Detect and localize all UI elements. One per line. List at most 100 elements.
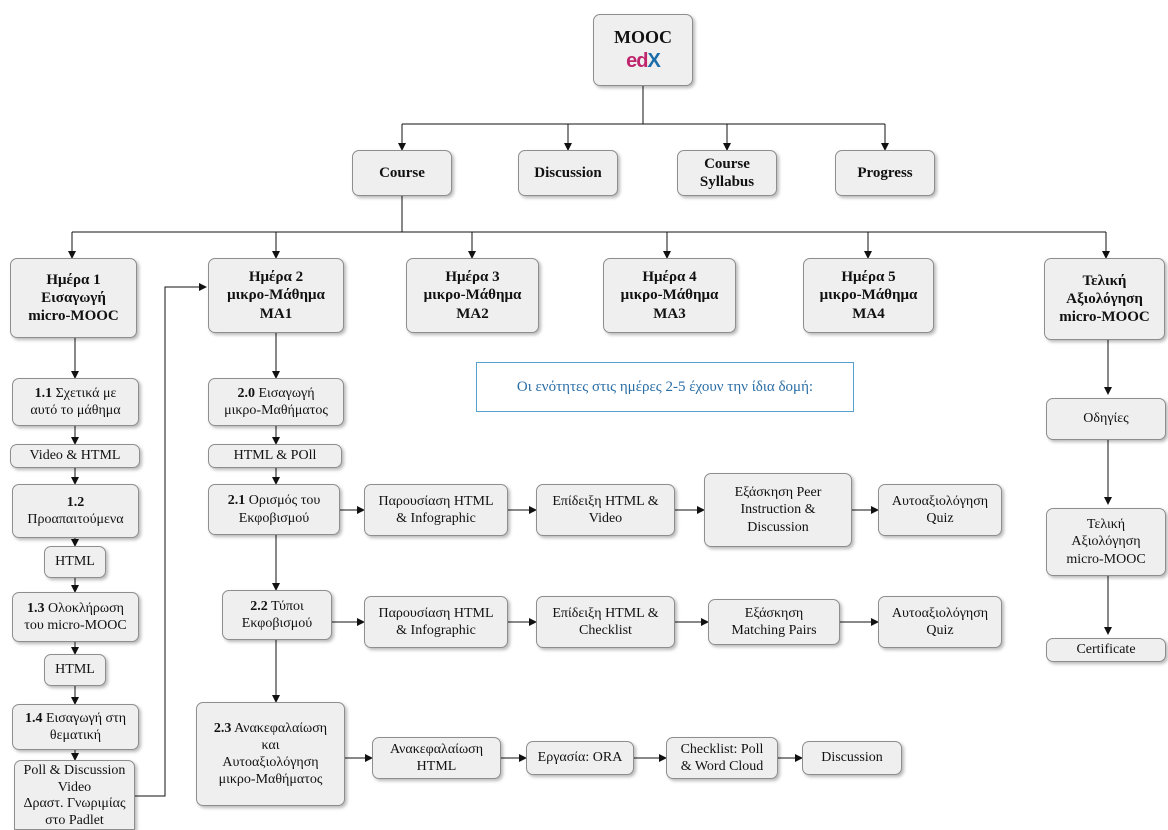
day-3-line-2: μικρο-Μάθημα: [423, 287, 522, 304]
unit-1-1-number: 1.1: [34, 385, 53, 401]
html-label-2: HTML: [55, 662, 95, 678]
row22-demo-line-2: Checklist: [579, 623, 632, 638]
row22-practice-line-2: Matching Pairs: [731, 623, 817, 638]
day-2-node: Ημέρα 2 μικρο-Μάθημα ΜΑ1: [208, 258, 344, 333]
unit-2-3-line-3: Αυτοαξιολόγηση: [222, 755, 319, 770]
final-line-3: micro-MOOC: [1059, 309, 1150, 326]
row22-demo-node: Επίδειξη HTML & Checklist: [536, 596, 675, 648]
row23-discussion-node: Discussion: [802, 741, 902, 775]
syllabus-line-2: Syllabus: [699, 174, 755, 190]
structure-note: Οι ενότητες στις ημέρες 2-5 έχουν την ίδ…: [476, 362, 854, 412]
unit-1-1-line-2: αυτό το μάθημα: [30, 403, 121, 418]
row21-demo-node: Επίδειξη HTML & Video: [536, 484, 675, 536]
certificate-label: Certificate: [1076, 642, 1136, 658]
row21-presentation-line-2: & Infographic: [396, 511, 476, 526]
progress-node: Progress: [835, 150, 935, 196]
course-label: Course: [379, 164, 425, 181]
course-syllabus-node: Course Syllabus: [677, 150, 777, 196]
row23-assignment-node: Εργασία: ORA: [526, 741, 634, 775]
unit-2-3-line-4: μικρο-Μαθήματος: [218, 772, 323, 788]
final-assessment-line-3: micro-MOOC: [1066, 551, 1146, 567]
day-4-line-2: μικρο-Μάθημα: [620, 287, 719, 304]
unit-1-3-node: 1.3 Ολοκλήρωση του micro-MOOC: [12, 592, 139, 642]
unit-1-3-title: Ολοκλήρωση: [44, 600, 124, 616]
unit-2-1-title: Ορισμός του: [245, 493, 321, 509]
unit-1-2-title: Προαπαιτούμενα: [27, 512, 124, 527]
row23-recap-node: Ανακεφαλαίωση HTML: [372, 737, 501, 779]
day-4-node: Ημέρα 4 μικρο-Μάθημα ΜΑ3: [603, 258, 736, 333]
html-node-1: HTML: [44, 546, 106, 578]
unit-2-0-node: 2.0 Εισαγωγή μικρο-Μαθήματος: [208, 378, 344, 426]
row21-practice-line-3: Discussion: [747, 519, 809, 535]
unit-2-1-node: 2.1 Ορισμός του Εκφοβισμού: [208, 484, 340, 535]
unit-2-3-node: 2.3 Ανακεφαλαίωση και Αυτοαξιολόγηση μικ…: [196, 702, 345, 806]
unit-1-1-title: Σχετικά με: [52, 385, 117, 401]
unit-2-3-number: 2.3: [213, 720, 232, 736]
poll-line-2: Video: [57, 779, 92, 795]
day-5-node: Ημέρα 5 μικρο-Μάθημα ΜΑ4: [803, 258, 934, 333]
mooc-title: MOOC: [614, 26, 672, 47]
row23-checklist-line-2: & Word Cloud: [680, 759, 764, 774]
row22-presentation-node: Παρουσίαση HTML & Infographic: [364, 596, 508, 648]
day-4-line-1: Ημέρα 4: [642, 269, 697, 286]
instructions-label: Οδηγίες: [1083, 411, 1129, 427]
poll-line-1: Poll & Discussion: [23, 763, 126, 778]
row22-quiz-line-2: Quiz: [926, 623, 954, 638]
poll-line-4: στο Padlet: [45, 812, 104, 828]
row22-quiz-node: Αυτοαξιολόγηση Quiz: [878, 596, 1002, 648]
structure-note-text: Οι ενότητες στις ημέρες 2-5 έχουν την ίδ…: [516, 378, 814, 395]
day-3-line-1: Ημέρα 3: [445, 269, 500, 286]
row23-discussion-label: Discussion: [821, 750, 883, 766]
row21-practice-node: Εξάσκηση Peer Instruction & Discussion: [704, 473, 852, 547]
row23-checklist-node: Checklist: Poll & Word Cloud: [666, 737, 778, 779]
row22-practice-line-1: Εξάσκηση: [744, 605, 804, 621]
row21-quiz-line-1: Αυτοαξιολόγηση: [891, 493, 989, 509]
row21-presentation-node: Παρουσίαση HTML & Infographic: [364, 484, 508, 536]
course-node: Course: [352, 150, 452, 196]
syllabus-line-1: Course: [704, 155, 750, 172]
unit-2-3-line-2: και: [261, 737, 280, 753]
certificate-node: Certificate: [1046, 638, 1166, 662]
unit-1-4-line-2: θεματική: [49, 728, 102, 743]
row22-presentation-line-2: & Infographic: [396, 623, 476, 638]
unit-2-3-title: Ανακεφαλαίωση: [231, 720, 328, 736]
unit-1-4-number: 1.4: [24, 710, 43, 726]
unit-2-2-number: 2.2: [250, 598, 268, 614]
day-2-line-2: μικρο-Μάθημα: [227, 287, 325, 304]
day-2-line-1: Ημέρα 2: [248, 269, 304, 286]
unit-2-2-node: 2.2 Τύποι Εκφοβισμού: [222, 590, 332, 640]
day-5-line-3: ΜΑ4: [852, 305, 885, 322]
row21-quiz-node: Αυτοαξιολόγηση Quiz: [878, 484, 1002, 536]
row22-quiz-line-1: Αυτοαξιολόγηση: [891, 605, 989, 621]
day-4-line-3: ΜΑ3: [653, 305, 686, 322]
instructions-node: Οδηγίες: [1046, 398, 1166, 440]
video-html-node: Video & HTML: [10, 444, 140, 468]
day-1-line-1: Ημέρα 1: [46, 271, 101, 288]
unit-1-1-node: 1.1 Σχετικά με αυτό το μάθημα: [12, 378, 139, 426]
html-poll-node: HTML & POll: [208, 444, 342, 468]
row21-practice-line-2: Instruction &: [740, 502, 816, 518]
day-2-line-3: ΜΑ1: [259, 305, 293, 322]
row23-recap-line-2: HTML: [416, 759, 457, 774]
row23-assignment-label: Εργασία: ORA: [537, 750, 623, 766]
row23-recap-line-1: Ανακεφαλαίωση: [389, 741, 484, 757]
html-label-1: HTML: [55, 554, 95, 570]
row22-demo-line-1: Επίδειξη HTML &: [552, 605, 659, 621]
html-node-2: HTML: [44, 654, 106, 686]
day-1-line-3: micro-MOOC: [28, 308, 119, 325]
row21-demo-line-1: Επίδειξη HTML &: [552, 493, 659, 509]
unit-2-0-line-2: μικρο-Μαθήματος: [224, 403, 328, 418]
unit-1-4-node: 1.4 Εισαγωγή στη θεματική: [12, 704, 139, 750]
edx-logo: edX: [626, 49, 661, 72]
final-assessment-line-2: Αξιολόγηση: [1071, 534, 1141, 550]
day-3-node: Ημέρα 3 μικρο-Μάθημα ΜΑ2: [406, 258, 539, 333]
unit-2-1-line-2: Εκφοβισμού: [238, 510, 310, 526]
unit-1-2-number: 1.2: [66, 494, 85, 510]
discussion-node: Discussion: [518, 150, 618, 196]
day-5-line-1: Ημέρα 5: [841, 269, 896, 286]
final-line-2: Αξιολόγηση: [1066, 290, 1143, 307]
day-1-node: Ημέρα 1 Εισαγωγή micro-MOOC: [10, 258, 137, 338]
final-assessment-line-1: Τελική: [1086, 517, 1126, 533]
row21-quiz-line-2: Quiz: [926, 511, 954, 526]
unit-2-0-title: Εισαγωγή: [254, 385, 315, 401]
